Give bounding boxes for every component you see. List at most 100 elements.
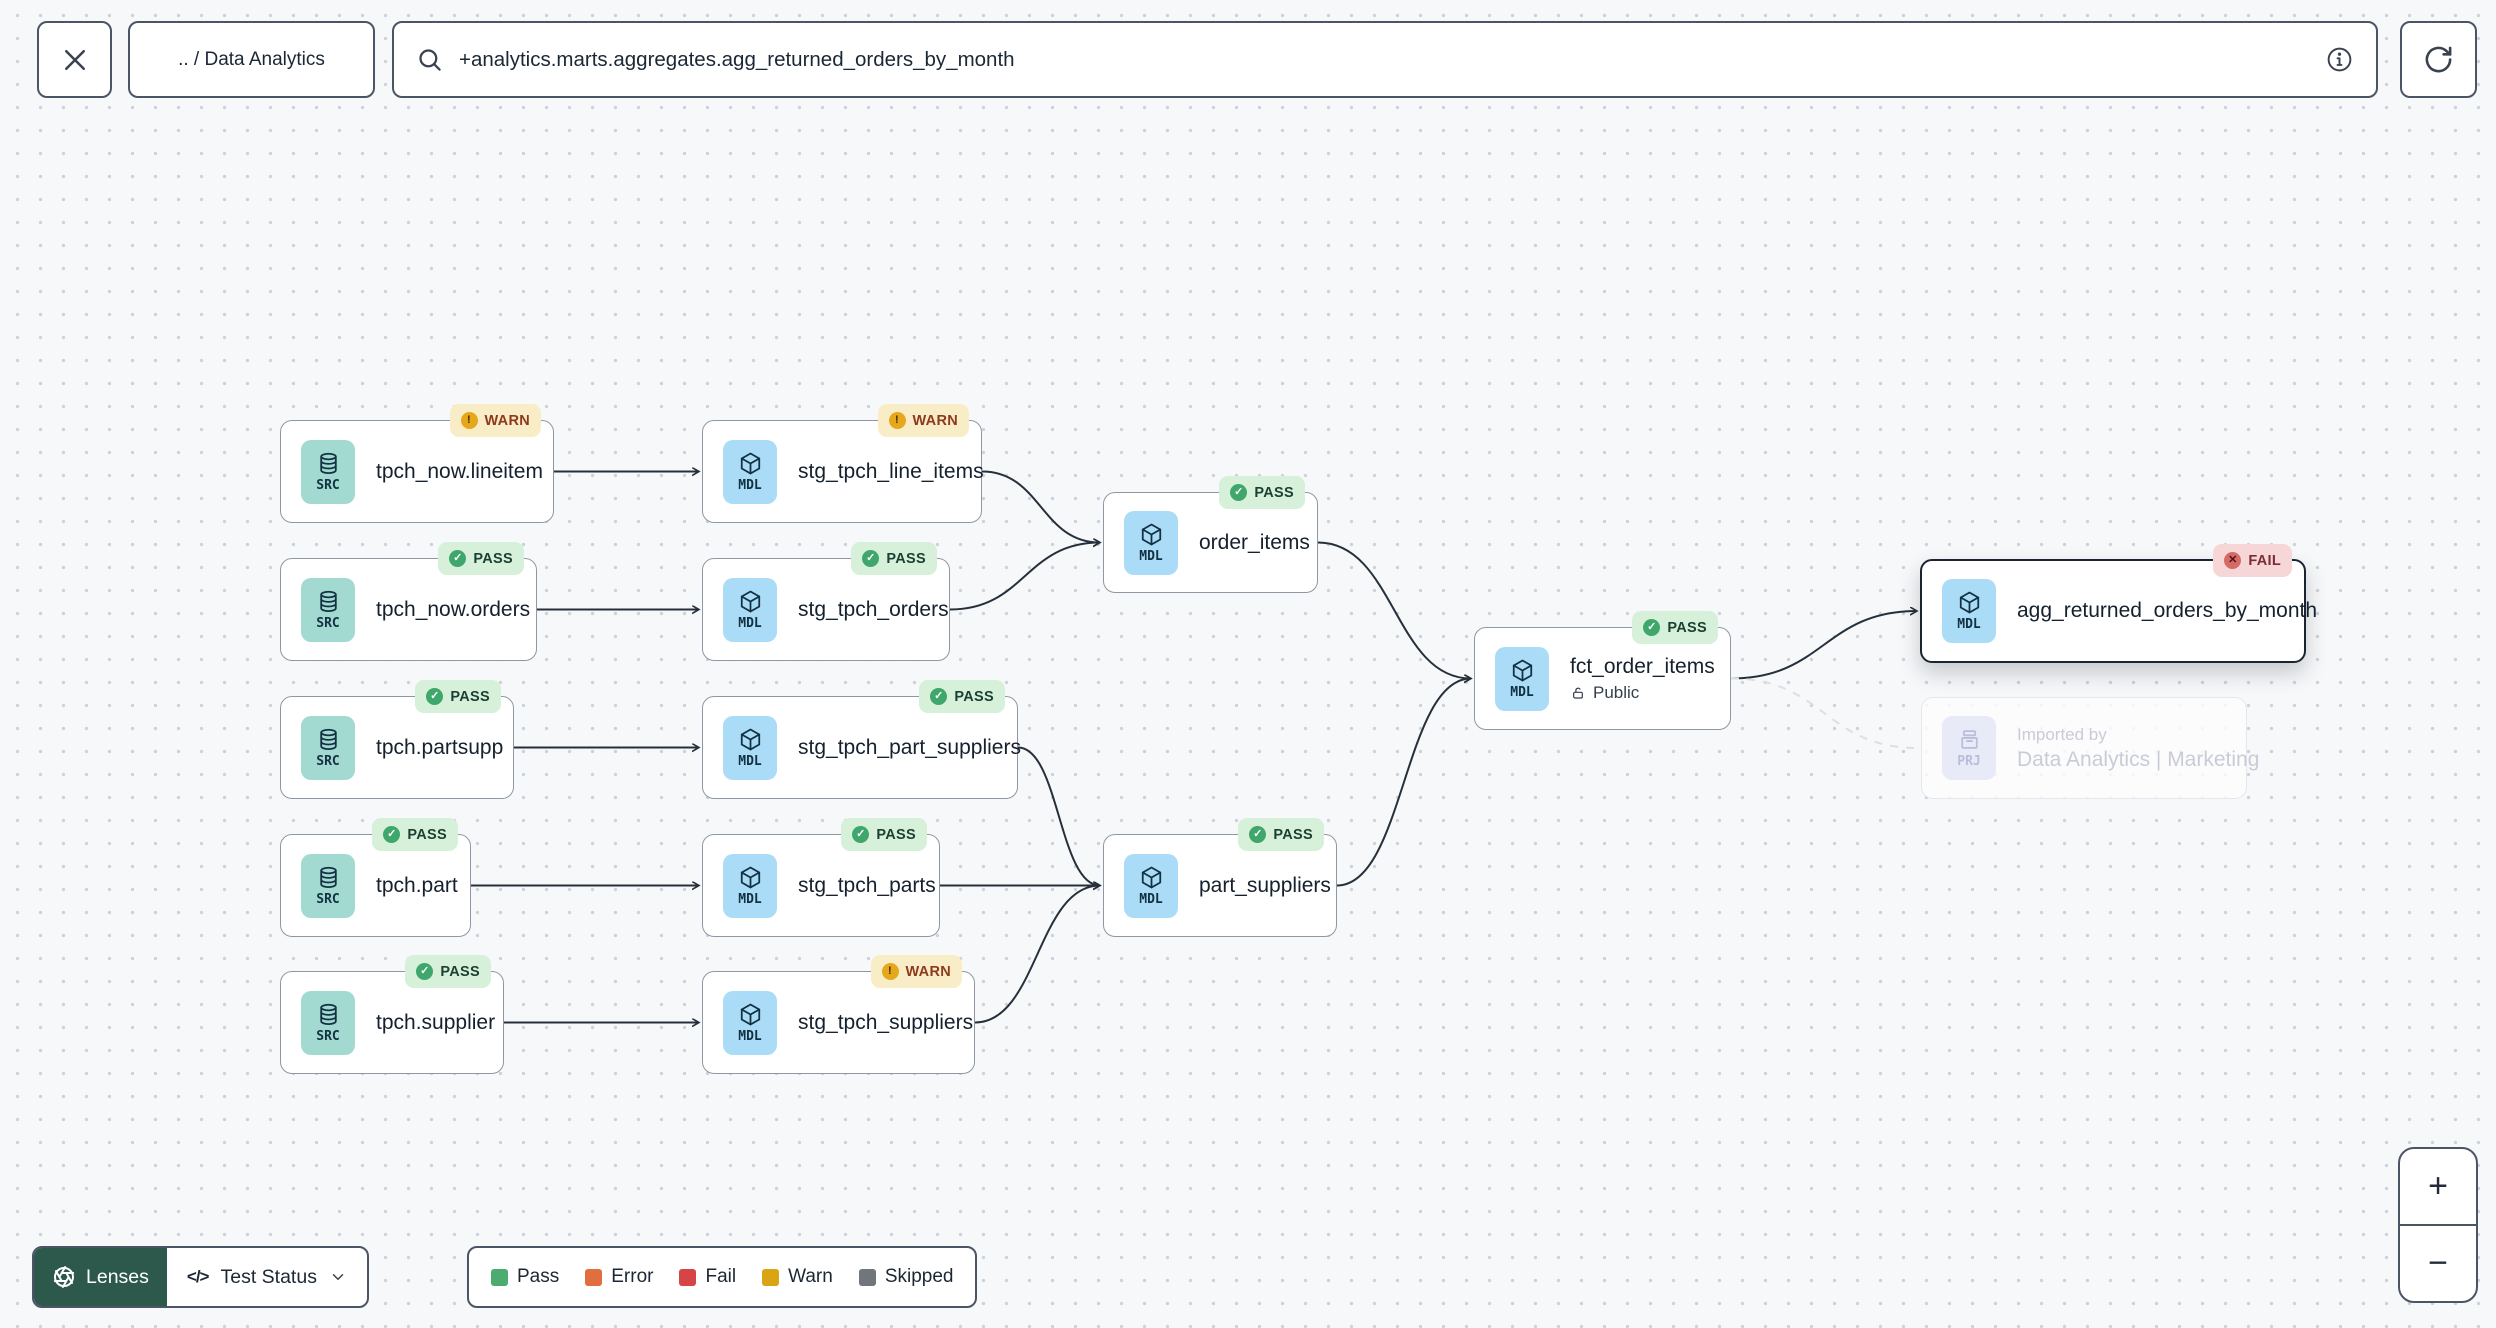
lens-selector[interactable]: </> Test Status — [167, 1248, 367, 1306]
database-icon — [319, 590, 337, 612]
legend-item-warn: Warn — [762, 1266, 833, 1288]
zoom-out-button[interactable]: − — [2400, 1226, 2476, 1301]
edge-fct_order_items-to-imported_by — [1730, 677, 1919, 749]
src-chip: SRC — [301, 715, 355, 780]
node-labels: stg_tpch_suppliers — [798, 1011, 973, 1035]
chip-label: MDL — [1139, 891, 1163, 907]
node-src_part[interactable]: SRC tpch.part ✓PASS — [280, 818, 471, 937]
info-icon[interactable] — [2325, 45, 2354, 74]
chip-label: SRC — [316, 891, 340, 907]
node-title: stg_tpch_part_suppliers — [798, 735, 1021, 759]
status-badge: ✓PASS — [1219, 476, 1305, 509]
mdl-chip: MDL — [723, 990, 777, 1055]
lenses-button[interactable]: Lenses — [34, 1248, 167, 1306]
edge-order_items-to-fct_order_items — [1317, 541, 1471, 679]
node-labels: part_suppliers — [1199, 874, 1331, 898]
mdl-chip: MDL — [723, 439, 777, 504]
status-dot-icon: ✓ — [852, 826, 870, 843]
chip-label: MDL — [738, 753, 762, 769]
chip-label: SRC — [316, 753, 340, 769]
zoom-in-button[interactable]: + — [2400, 1149, 2476, 1224]
status-dot-icon: ✓ — [426, 688, 444, 705]
chip-label: SRC — [316, 477, 340, 493]
legend-item-fail: Fail — [679, 1266, 736, 1288]
mdl-chip: MDL — [723, 577, 777, 642]
node-mdl_suppliers[interactable]: MDL stg_tpch_suppliers !WARN — [702, 955, 975, 1074]
node-agg_returned[interactable]: MDL agg_returned_orders_by_month ✕FAIL — [1920, 544, 2317, 663]
cube-icon — [1959, 591, 1979, 614]
zoom-divider — [2400, 1224, 2476, 1226]
node-order_items[interactable]: MDL order_items ✓PASS — [1103, 476, 1318, 593]
breadcrumb: .. / Data Analytics — [178, 48, 325, 70]
node-title: part_suppliers — [1199, 873, 1331, 897]
edge-part_suppliers-to-fct_order_items — [1336, 679, 1471, 887]
edge-mdl_suppliers-to-part_suppliers — [974, 886, 1100, 1024]
chip-label: SRC — [316, 615, 340, 631]
chip-label: MDL — [738, 891, 762, 907]
node-labels: fct_order_items Public — [1570, 655, 1715, 703]
cube-icon — [1141, 523, 1161, 545]
status-badge: !WARN — [877, 404, 969, 437]
test-status-legend: Pass Error Fail Warn Skipped — [467, 1246, 978, 1308]
node-title: tpch.supplier — [376, 1010, 496, 1034]
status-dot-icon: ✓ — [1249, 826, 1267, 843]
chip-label: SRC — [316, 1028, 340, 1044]
node-src_partsupp[interactable]: SRC tpch.partsupp ✓PASS — [280, 680, 514, 799]
node-part_suppliers[interactable]: MDL part_suppliers ✓PASS — [1103, 818, 1337, 937]
node-labels: stg_tpch_line_items — [798, 460, 984, 484]
close-button[interactable] — [37, 21, 112, 98]
cube-icon — [740, 452, 760, 474]
node-src_orders[interactable]: SRC tpch_now.orders ✓PASS — [280, 542, 537, 661]
status-dot-icon: ! — [888, 412, 906, 429]
refresh-button[interactable] — [2400, 21, 2477, 98]
node-src_lineitem[interactable]: SRC tpch_now.lineitem !WARN — [280, 404, 554, 523]
node-src_supplier[interactable]: SRC tpch.supplier ✓PASS — [280, 955, 504, 1074]
status-badge: ✓PASS — [372, 818, 458, 851]
refresh-icon — [2425, 46, 2452, 73]
legend-label: Error — [611, 1266, 654, 1287]
search-input[interactable] — [459, 47, 2309, 72]
node-mdl_part_suppliers[interactable]: MDL stg_tpch_part_suppliers ✓PASS — [702, 680, 1021, 799]
node-title: stg_tpch_line_items — [798, 459, 984, 483]
legend-swatch — [858, 1268, 876, 1286]
node-title: fct_order_items — [1570, 654, 1715, 678]
status-dot-icon: ✕ — [2224, 552, 2242, 569]
project-icon — [1960, 730, 1978, 749]
legend-label: Fail — [705, 1266, 737, 1287]
status-dot-icon: ✓ — [416, 963, 434, 980]
status-dot-icon: ! — [881, 963, 899, 980]
status-badge: ✓PASS — [851, 542, 937, 575]
edge-mdl_part_suppliers-to-part_suppliers — [1017, 746, 1100, 886]
legend-swatch — [491, 1268, 508, 1286]
node-subtitle: Imported by — [2017, 724, 2107, 744]
edge-fct_order_items-to-agg_returned — [1730, 611, 1917, 680]
node-title: Data Analytics | Marketing — [2017, 747, 2260, 771]
minus-icon: − — [2428, 1244, 2448, 1282]
status-dot-icon: ✓ — [1643, 619, 1661, 636]
src-chip: SRC — [301, 853, 355, 918]
node-title: tpch_now.lineitem — [376, 459, 543, 483]
lens-selector-label: Test Status — [220, 1265, 317, 1288]
status-dot-icon: ✓ — [862, 550, 880, 567]
node-mdl_orders[interactable]: MDL stg_tpch_orders ✓PASS — [702, 542, 950, 661]
cube-icon — [740, 728, 760, 750]
status-badge: ✓PASS — [841, 818, 927, 851]
node-title: tpch.partsupp — [376, 735, 504, 759]
cube-icon — [1141, 866, 1161, 888]
node-fct_order_items[interactable]: MDL fct_order_items Public ✓PASS — [1474, 611, 1731, 730]
chip-label: MDL — [1510, 684, 1534, 700]
search-icon — [419, 49, 441, 71]
search-box[interactable] — [392, 21, 2378, 98]
node-mdl_line_items[interactable]: MDL stg_tpch_line_items !WARN — [702, 404, 984, 523]
node-labels: agg_returned_orders_by_month — [2017, 599, 2317, 623]
status-badge: ✕FAIL — [2213, 544, 2292, 577]
chip-label: PRJ — [1957, 754, 1981, 769]
node-mdl_parts[interactable]: MDL stg_tpch_parts ✓PASS — [702, 818, 940, 937]
breadcrumb-button[interactable]: .. / Data Analytics — [128, 21, 375, 98]
node-imported_by[interactable]: PRJ Imported by Data Analytics | Marketin… — [1921, 697, 2259, 799]
status-badge: ✓PASS — [1238, 818, 1324, 851]
database-icon — [319, 1003, 337, 1025]
node-title: stg_tpch_suppliers — [798, 1010, 974, 1034]
unlock-icon — [1573, 687, 1583, 699]
